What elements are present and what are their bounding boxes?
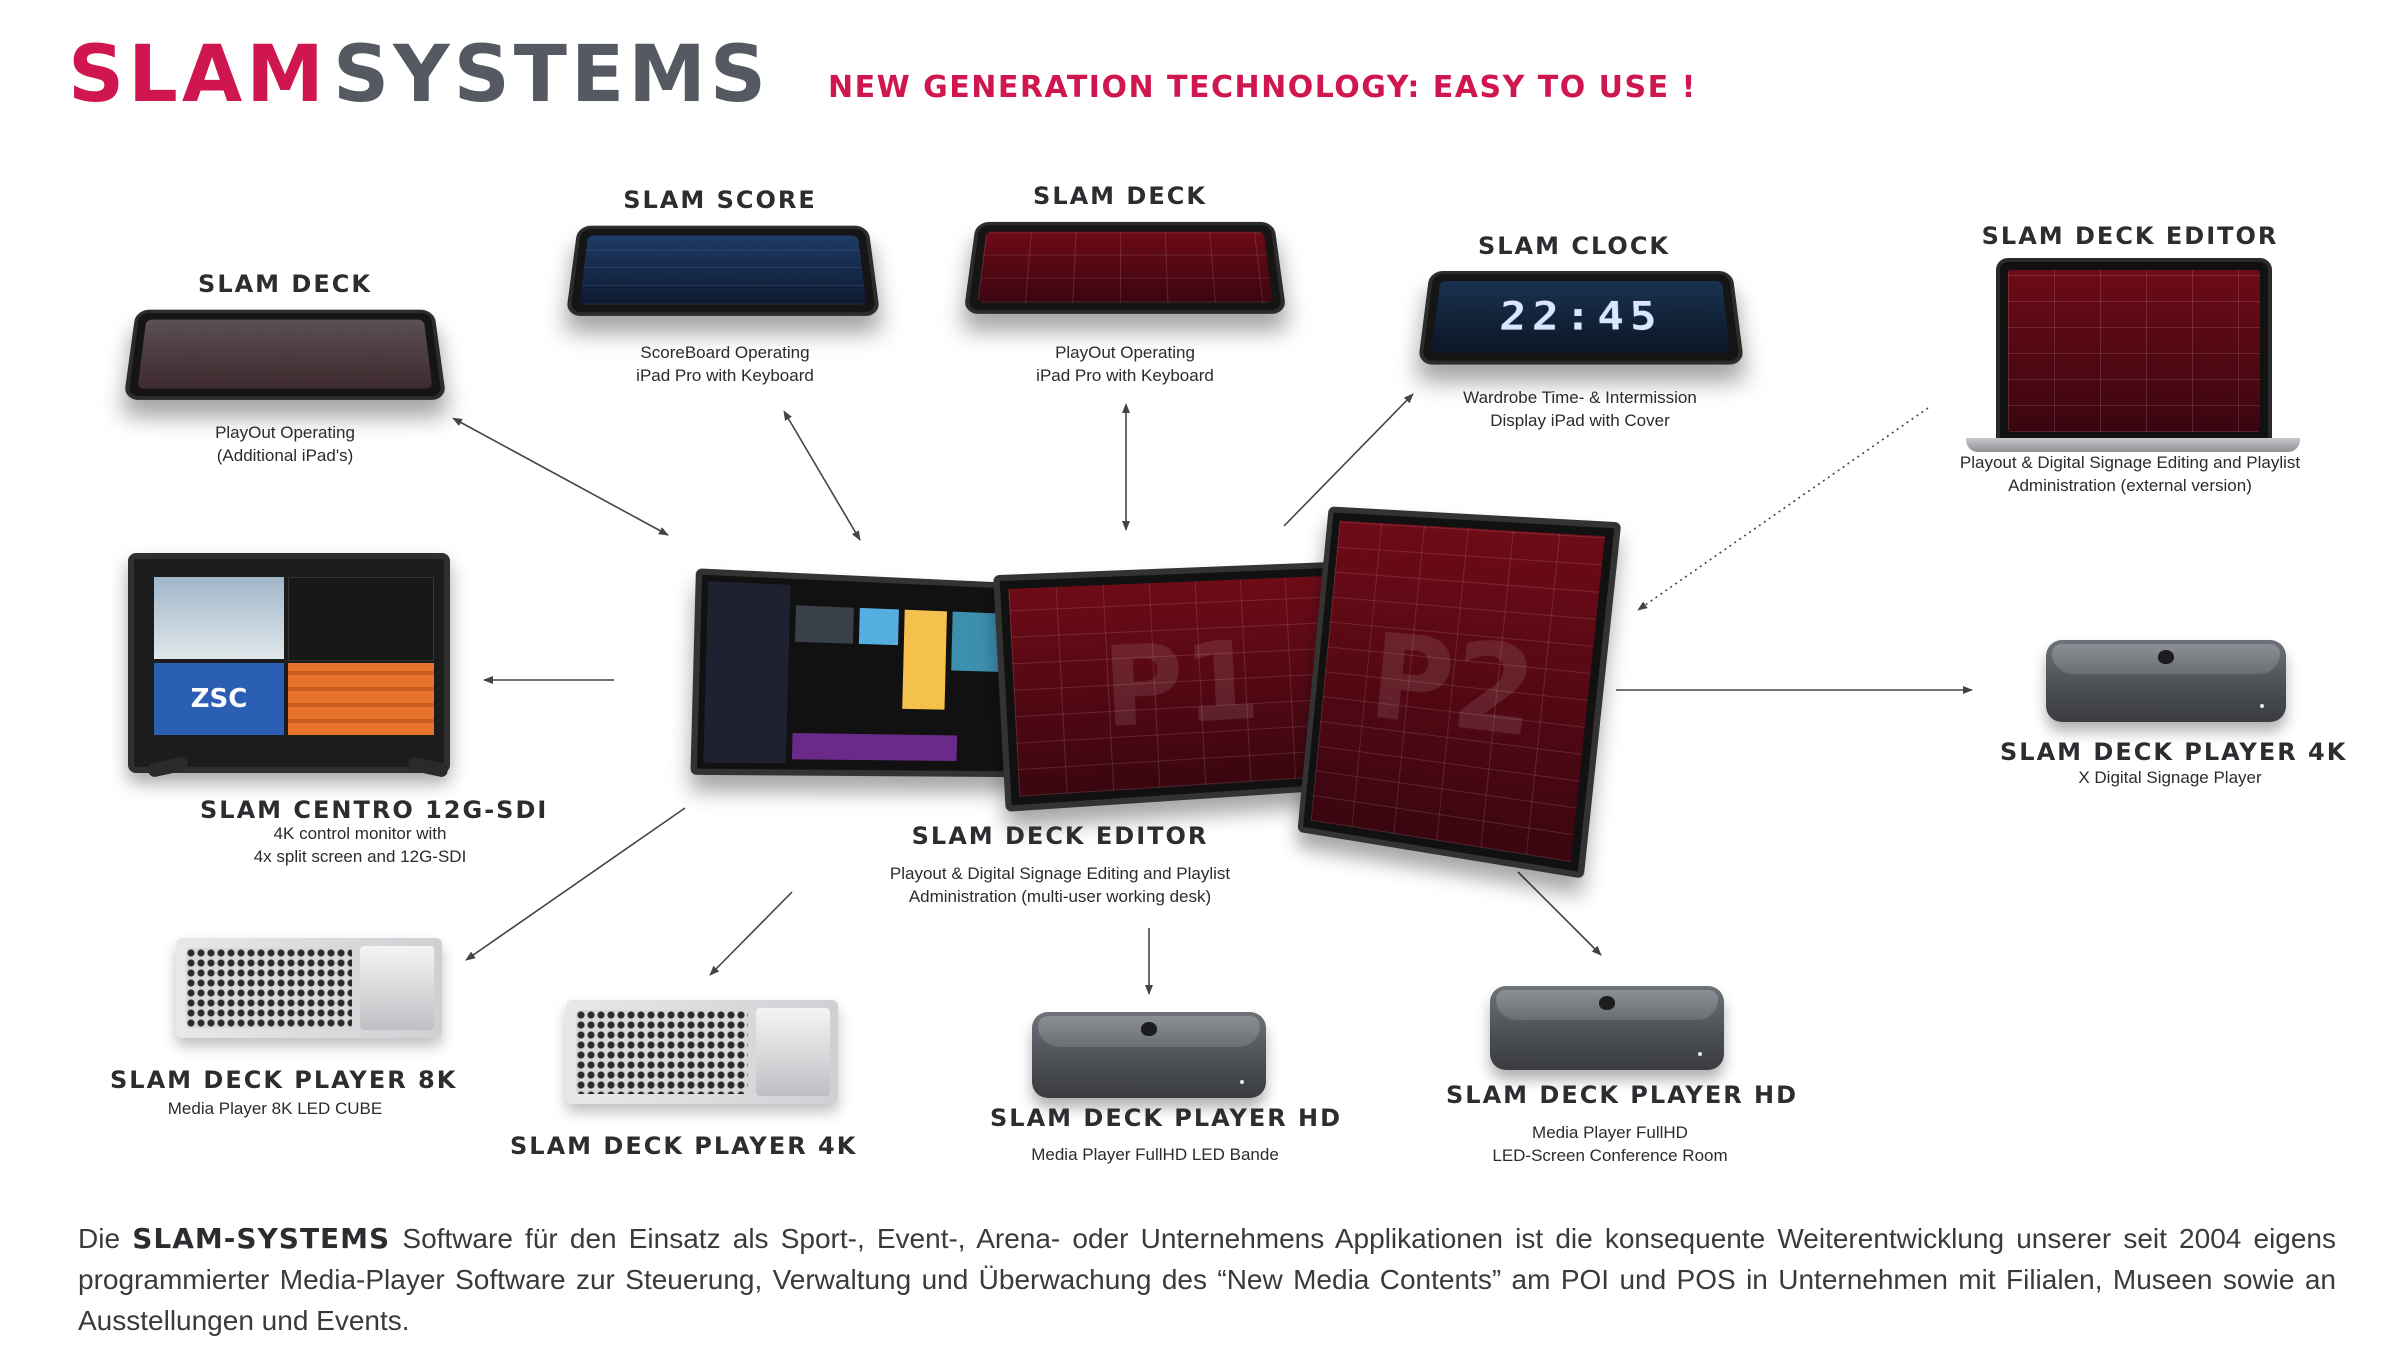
brand-slam: SLAM xyxy=(68,30,328,120)
score-subtitle: ScoreBoard Operating iPad Pro with Keybo… xyxy=(636,343,814,385)
tagline: NEW GENERATION TECHNOLOGY: EASY TO USE ! xyxy=(828,70,1697,105)
deck-left-title: SLAM DECK xyxy=(198,270,372,298)
centro-zsc-logo: ZSC xyxy=(190,684,248,714)
centro-monitor: ZSC xyxy=(128,553,450,773)
header: SLAM SYSTEMS xyxy=(68,30,770,120)
player4k-right-subtitle: X Digital Signage Player xyxy=(2078,768,2262,787)
score-title: SLAM SCORE xyxy=(623,186,817,214)
player8k-title: SLAM DECK PLAYER 8K xyxy=(110,1066,458,1094)
centro-title: SLAM CENTRO 12G-SDI xyxy=(200,796,549,824)
description-text: Software für den Einsatz als Sport-, Eve… xyxy=(78,1223,2337,1336)
clock-subtitle: Wardrobe Time- & Intermission Display iP… xyxy=(1463,388,1697,430)
deck-top-title: SLAM DECK xyxy=(1033,182,1207,210)
player4k-bottom-device xyxy=(566,1000,838,1104)
player8k-subtitle: Media Player 8K LED CUBE xyxy=(167,1099,383,1118)
arrow-editor-ext xyxy=(1637,407,1929,611)
player4k-right-device xyxy=(2046,640,2286,722)
editor-ext-laptop-base xyxy=(1966,438,2300,452)
clock-time: 22:45 xyxy=(1498,293,1664,340)
screen-p2-label: P2 xyxy=(1364,608,1543,765)
playerhd-1-device xyxy=(1032,1012,1266,1098)
score-tablet xyxy=(565,225,881,316)
centro-subtitle: 4K control monitor with 4x split screen … xyxy=(253,824,467,866)
editor-main-subtitle: Playout & Digital Signage Editing and Pl… xyxy=(889,864,1231,906)
playerhd-2-subtitle: Media Player FullHD LED-Screen Conferenc… xyxy=(1492,1123,1728,1165)
description-brand: SLAM-SYSTEMS xyxy=(132,1222,391,1255)
screen-p1-label: P1 xyxy=(1099,616,1263,753)
editor-ext-subtitle: Playout & Digital Signage Editing and Pl… xyxy=(1959,453,2301,495)
playerhd-1-title: SLAM DECK PLAYER HD xyxy=(990,1104,1343,1132)
player4k-right-title: SLAM DECK PLAYER 4K xyxy=(2000,738,2348,766)
arrow-player4k-bottom xyxy=(709,891,793,976)
deck-left-tablet xyxy=(123,309,447,400)
brand-systems: SYSTEMS xyxy=(332,30,771,120)
playerhd-1-subtitle: Media Player FullHD LED Bande xyxy=(1031,1145,1279,1164)
playerhd-2-device xyxy=(1490,986,1724,1070)
clock-tablet: 22:45 xyxy=(1417,270,1745,365)
player8k-device xyxy=(176,938,442,1038)
player4k-bottom-title: SLAM DECK PLAYER 4K xyxy=(510,1132,858,1160)
editor-main-screen-3: P2 xyxy=(1297,506,1622,879)
arrow-score xyxy=(783,410,861,541)
centro-stand xyxy=(146,755,450,779)
arrow-deck-left xyxy=(452,417,669,536)
deck-top-tablet xyxy=(963,221,1287,314)
editor-main-screen-1 xyxy=(690,568,1023,778)
arrow-clock xyxy=(1283,393,1414,527)
description-paragraph: Die SLAM-SYSTEMS Software für den Einsat… xyxy=(78,1218,2336,1341)
playerhd-2-title: SLAM DECK PLAYER HD xyxy=(1446,1081,1799,1109)
clock-title: SLAM CLOCK xyxy=(1477,232,1671,260)
editor-ext-laptop xyxy=(1996,258,2272,444)
arrow-playerhd-2 xyxy=(1517,871,1602,956)
deck-left-subtitle: PlayOut Operating (Additional iPad's) xyxy=(215,423,355,465)
arrow-player8k xyxy=(465,807,686,961)
deck-top-subtitle: PlayOut Operating iPad Pro with Keyboard xyxy=(1036,343,1214,385)
editor-ext-title: SLAM DECK EDITOR xyxy=(1981,222,2279,250)
description-lead: Die xyxy=(78,1223,121,1254)
editor-main-title: SLAM DECK EDITOR xyxy=(911,822,1209,850)
